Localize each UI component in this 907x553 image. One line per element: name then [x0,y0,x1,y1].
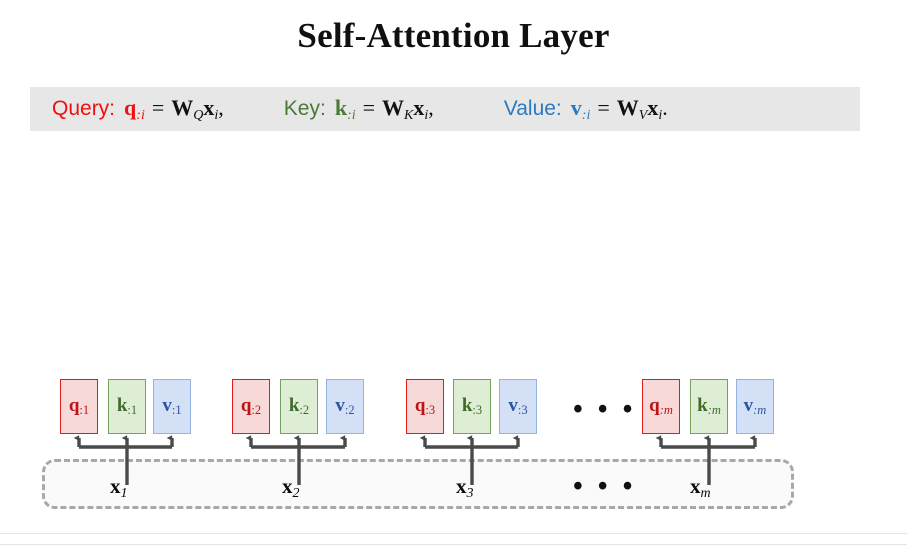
footer-divider-top [0,533,907,534]
key-box-2-label: k:2 [288,395,310,418]
key-box-3-label: k:3 [461,395,483,418]
formula-key-weight: W [382,94,405,120]
formula-key-symbol: k [334,94,348,120]
formula-key-expression: k:i =WKxi, [335,95,434,124]
key-box-2[interactable]: k:2 [280,379,318,434]
formula-value-punctuation: . [662,94,668,120]
formula-query-symbol-subscript: :i [136,107,145,123]
input-token-ellipsis: • • • [573,471,637,502]
input-token-label-3: x3 [456,474,474,501]
formula-key-input: x [413,94,425,120]
value-box-3[interactable]: v:3 [499,379,537,434]
value-box-m[interactable]: v:m [736,379,774,434]
formula-query-weight-subscript: Q [193,107,204,123]
query-box-2[interactable]: q:2 [232,379,270,434]
formula-value-symbol: v [570,94,582,120]
query-box-m-label: q:m [649,395,673,418]
formula-key-input-subscript: i [424,107,429,123]
formula-value-symbol-subscript: :i [581,107,591,123]
value-box-3-label: v:3 [508,395,528,418]
input-token-label-m: xm [690,474,711,501]
query-box-2-label: q:2 [240,395,262,418]
footer-divider-bottom [0,544,907,545]
value-box-2[interactable]: v:2 [326,379,364,434]
value-box-1-label: v:1 [162,395,182,418]
query-box-1-label: q:1 [68,395,90,418]
value-box-2-label: v:2 [335,395,355,418]
formula-value-label: Value: [503,96,562,120]
formula-key-label: Key: [283,96,326,120]
qkv-ellipsis: • • • [573,394,637,425]
formula-query-symbol: q [124,94,137,120]
query-box-m[interactable]: q:m [642,379,680,434]
formula-value-input-subscript: i [658,107,663,123]
formula-key-weight-subscript: K [404,107,414,123]
formula-query-label: Query: [52,96,116,120]
query-box-3-label: q:3 [414,395,436,418]
key-box-1[interactable]: k:1 [108,379,146,434]
input-token-label-2: x2 [282,474,300,501]
formula-value-input: x [647,94,659,120]
formula-query-equals: = [151,94,165,120]
formula-key-symbol-subscript: :i [347,107,356,123]
value-box-1[interactable]: v:1 [153,379,191,434]
key-box-m[interactable]: k:m [690,379,728,434]
formula-value: Value: v:i =WVxi. [504,95,668,124]
key-box-3[interactable]: k:3 [453,379,491,434]
formula-query-weight: W [171,94,194,120]
formula-query-expression: q:i =WQxi, [124,95,224,124]
formula-value-weight: W [616,94,639,120]
formula-query-input-subscript: i [214,107,219,123]
formula-query-input: x [203,94,215,120]
formula-key: Key: k:i =WKxi, [284,95,434,124]
query-box-3[interactable]: q:3 [406,379,444,434]
formula-query-punctuation: , [218,94,224,120]
formula-value-equals: = [597,94,610,120]
page-title: Self-Attention Layer [297,16,610,55]
formula-key-punctuation: , [428,94,434,120]
query-box-1[interactable]: q:1 [60,379,98,434]
key-box-m-label: k:m [697,395,721,418]
formula-key-equals: = [362,94,376,120]
input-token-label-1: x1 [110,474,128,501]
formula-value-weight-subscript: V [638,107,648,123]
formula-query: Query: q:i =WQxi, [52,95,224,124]
formula-band: Query: q:i=WQxi, Key: k:i=WKxi, Value: v… [30,87,860,131]
input-token-strip [42,459,794,509]
formula-value-expression: v:i =WVxi. [571,95,668,124]
value-box-m-label: v:m [743,395,767,418]
key-box-1-label: k:1 [116,395,138,418]
